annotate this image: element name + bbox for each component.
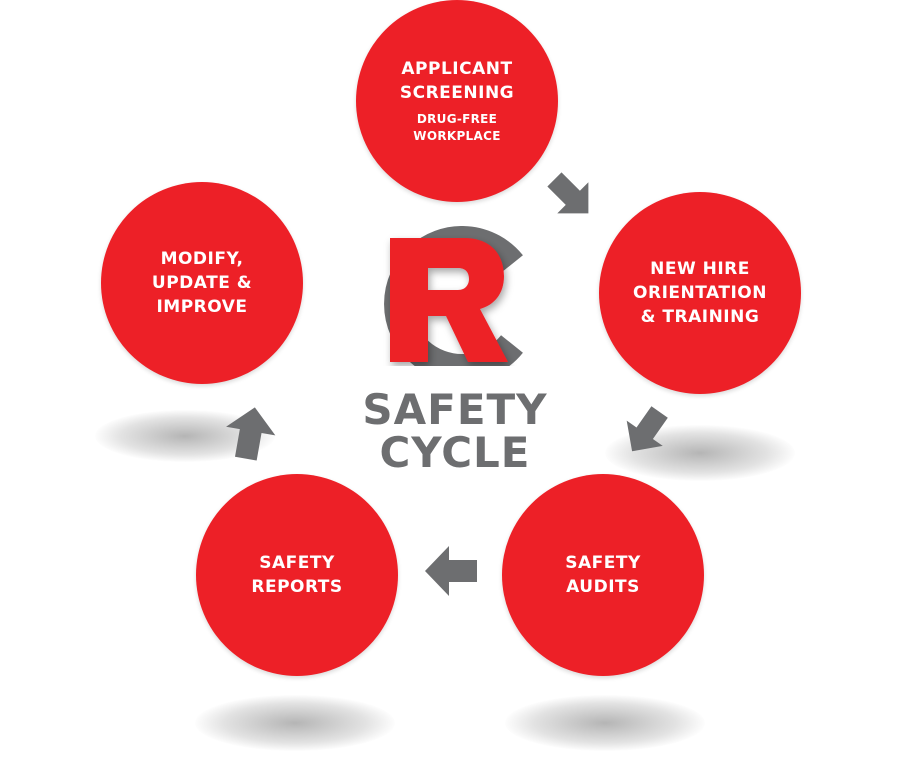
step-title: & TRAINING [640, 307, 760, 327]
step-title: NEW HIRE [650, 259, 750, 279]
arrow-down-left-icon [626, 406, 668, 452]
step-title: UPDATE & [151, 273, 253, 293]
arrow-up-icon [226, 407, 276, 461]
step-subtitle: WORKPLACE [413, 129, 501, 143]
step-safety-audits: SAFETY AUDITS [502, 474, 704, 676]
center-title-line1: SAFETY [362, 385, 548, 434]
step-title: APPLICANT [401, 59, 513, 79]
shadow [195, 695, 395, 751]
step-subtitle: DRUG-FREE [416, 112, 498, 126]
step-title: SCREENING [399, 83, 515, 103]
shadow [505, 695, 705, 751]
center-title-line2: CYCLE [379, 428, 531, 477]
logo-letter-r-shape [390, 238, 508, 362]
step-new-hire-orientation: NEW HIRE ORIENTATION & TRAINING [599, 192, 801, 394]
arrow-left-icon [425, 546, 477, 596]
arrow-down-right-icon [547, 172, 589, 214]
step-title: REPORTS [251, 577, 343, 597]
step-applicant-screening: APPLICANT SCREENING DRUG-FREE WORKPLACE [356, 0, 558, 202]
step-title: MODIFY, [160, 249, 244, 269]
step-title: SAFETY [565, 553, 641, 573]
step-safety-reports: SAFETY REPORTS [196, 474, 398, 676]
step-title: ORIENTATION [633, 283, 767, 303]
safety-cycle-logo [384, 226, 523, 366]
step-modify-update-improve: MODIFY, UPDATE & IMPROVE [101, 182, 303, 384]
step-title: AUDITS [566, 577, 640, 597]
step-title: IMPROVE [156, 297, 248, 317]
step-title: SAFETY [259, 553, 335, 573]
